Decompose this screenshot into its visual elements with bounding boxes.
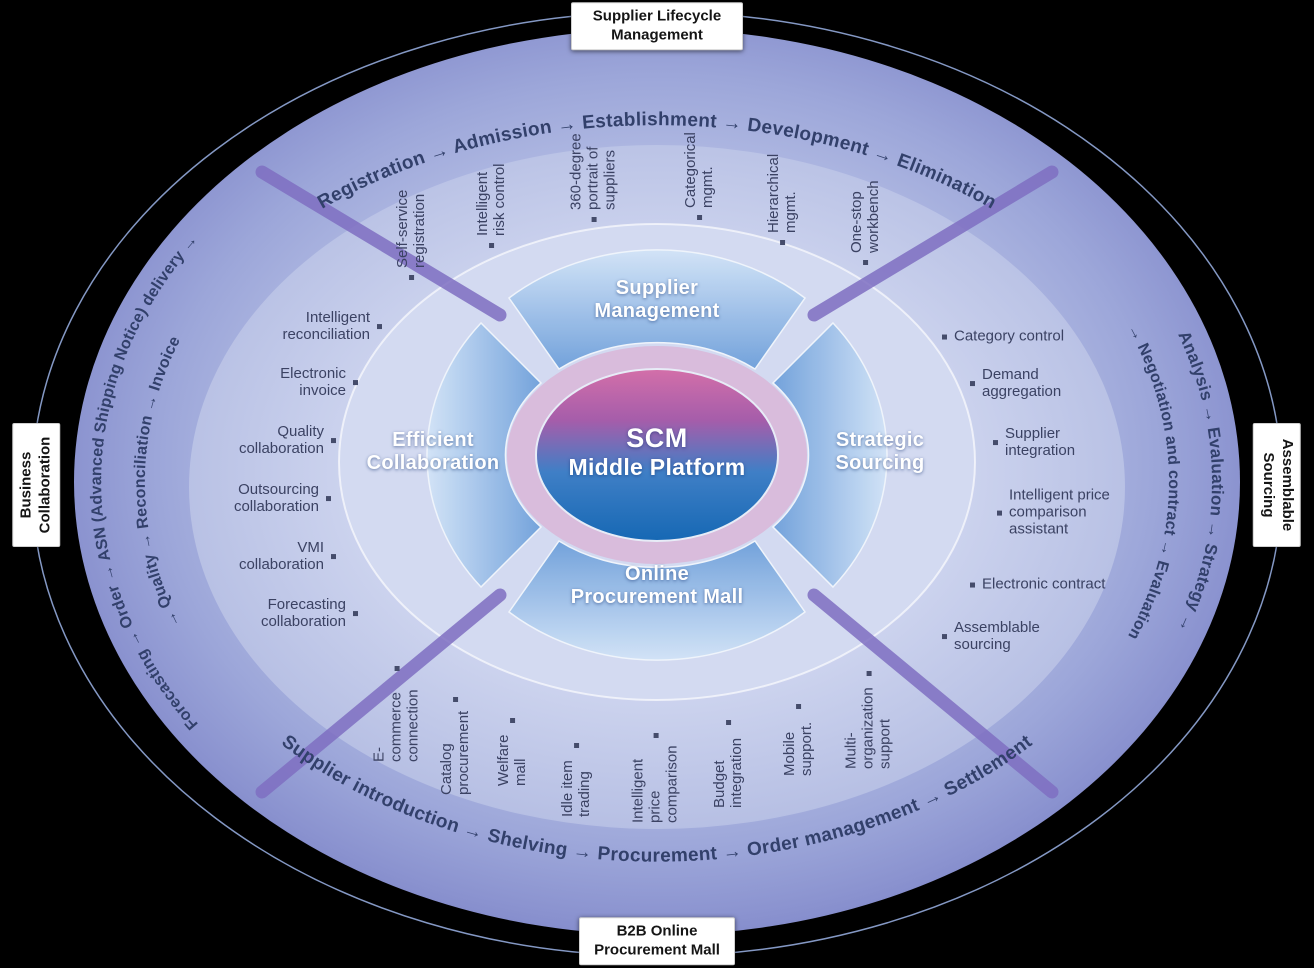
list-item: Mobile support.	[781, 704, 816, 776]
list-item: Intelligent reconciliation	[270, 309, 382, 344]
bullet-icon	[377, 324, 382, 330]
list-item: Assemblable sourcing	[942, 619, 1046, 654]
list-item: Demand aggregation	[970, 366, 1072, 401]
edge-label-b2b-online-procurement-mall: B2B Online Procurement Mall	[579, 917, 735, 965]
quadrant-title-efficient-collaboration: Efficient Collaboration	[366, 428, 500, 474]
quadrant-title-online-procurement-mall: Online Procurement Mall	[570, 562, 744, 608]
list-item: Hierarchical mgmt.	[765, 147, 800, 245]
bullet-icon	[796, 704, 802, 709]
bullet-icon	[726, 720, 732, 725]
bullet-icon	[353, 380, 358, 386]
quadrant-title-strategic-sourcing: Strategic Sourcing	[835, 428, 925, 474]
list-item: Supplier integration	[993, 425, 1087, 460]
bullet-icon	[970, 381, 975, 387]
bullet-icon	[942, 334, 947, 340]
bullet-icon	[510, 718, 516, 723]
list-item: Multi-organization support	[843, 671, 895, 769]
bullet-icon	[780, 240, 786, 245]
bullet-icon	[993, 440, 998, 446]
center-ellipse	[535, 368, 779, 542]
bullet-icon	[326, 496, 331, 502]
bullet-icon	[591, 217, 597, 222]
segment-supplier-management	[507, 249, 807, 371]
bullet-icon	[331, 554, 336, 560]
bullet-icon	[574, 743, 580, 748]
list-item: Intelligent risk control	[474, 152, 509, 248]
list-item: Idle item trading	[559, 743, 594, 817]
bullet-icon	[331, 438, 336, 444]
bullet-icon	[653, 733, 659, 738]
bullet-icon	[970, 582, 975, 588]
edge-label-assemblable-sourcing: Assemblable Sourcing	[1253, 423, 1301, 547]
list-item: VMI collaboration	[229, 539, 336, 574]
quadrant-title-supplier-management: Supplier Management	[594, 276, 720, 322]
list-item: Electronic contract	[970, 576, 1127, 594]
divider-se	[807, 588, 1059, 799]
bullet-icon	[863, 260, 869, 265]
list-item: Outsourcing collaboration	[224, 481, 331, 516]
list-item: Self-service registration	[394, 180, 429, 280]
edge-label-supplier-lifecycle-management: Supplier Lifecycle Management	[571, 2, 743, 50]
divider-sw	[255, 588, 507, 799]
list-item: Quality collaboration	[229, 423, 336, 458]
list-item: One-stop workbench	[848, 179, 883, 265]
divider-ne	[807, 165, 1059, 322]
segment-strategic-sourcing	[771, 321, 888, 589]
bullet-icon	[866, 671, 872, 676]
list-item: Forecasting collaboration	[251, 596, 358, 631]
list-item: Categorical mgmt.	[682, 124, 717, 220]
bullet-icon	[409, 275, 415, 280]
divider-nw	[255, 165, 507, 322]
list-item: Intelligent price comparison	[630, 733, 682, 823]
bullet-icon	[489, 243, 495, 248]
bullet-icon	[997, 510, 1002, 516]
edge-label-business-collaboration: Business Collaboration	[12, 423, 60, 547]
list-item: Electronic invoice	[266, 365, 358, 400]
center-title: SCM Middle Platform	[568, 423, 746, 480]
list-item: Welfare mall	[495, 718, 530, 786]
bullet-icon	[942, 634, 947, 640]
segment-efficient-collaboration	[426, 321, 543, 589]
list-item: Category control	[942, 328, 1084, 346]
bullet-icon	[697, 215, 703, 220]
segment-online-procurement-mall	[507, 539, 807, 661]
list-item: E-commerce connection	[371, 666, 423, 762]
bullet-icon	[353, 611, 358, 617]
bullet-icon	[453, 697, 459, 702]
list-item: Budget integration	[711, 720, 746, 808]
bullet-icon	[394, 666, 400, 671]
list-item: 360-degree portrait of suppliers	[568, 130, 620, 222]
list-item: Intelligent price comparison assistant	[997, 487, 1127, 539]
list-item: Catalog procurement	[438, 697, 473, 795]
